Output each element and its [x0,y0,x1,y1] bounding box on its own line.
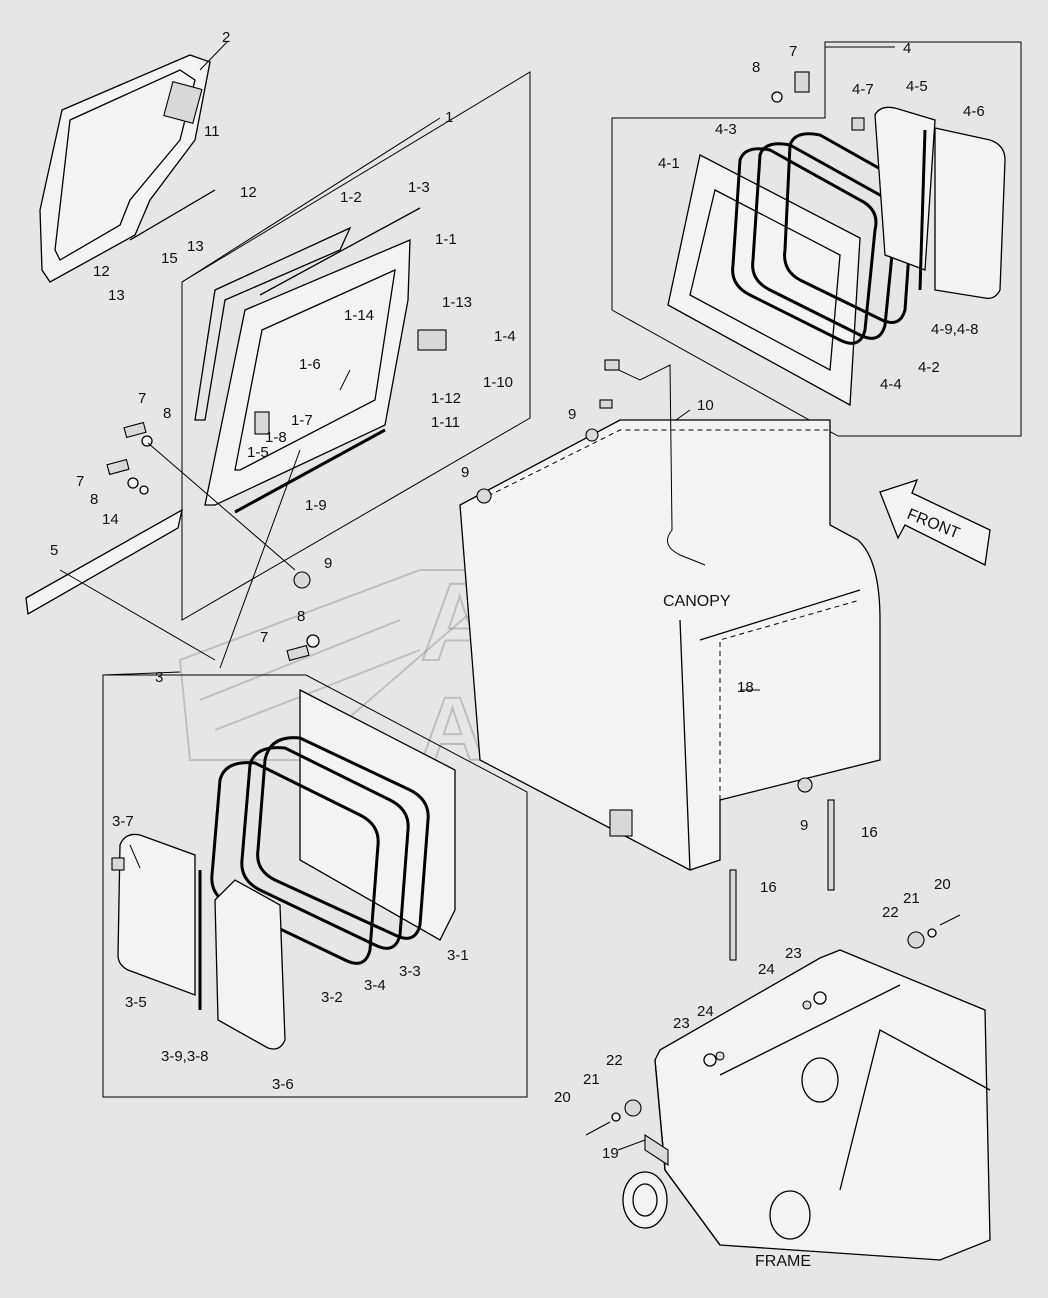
callout-label: 9 [568,406,576,423]
callout-label: 1-13 [442,294,472,311]
callout-label: 1-2 [340,189,362,206]
callout-label: 22 [882,904,899,921]
callout-label: 24 [758,961,775,978]
callout-label: 3-1 [447,947,469,964]
callout-label: 13 [108,287,125,304]
callout-label: 3-3 [399,963,421,980]
callout-label: 10 [697,397,714,414]
callout-label: 4-2 [918,359,940,376]
callout-label: 1-3 [408,179,430,196]
callout-label: 8 [297,608,305,625]
callout-label: 1-9 [305,497,327,514]
callout-label: 3-2 [321,989,343,1006]
callout-label: 16 [861,824,878,841]
callout-label: 20 [554,1089,571,1106]
canopy-body [459,419,881,871]
side-panel [194,207,447,514]
callout-label: 4-7 [852,81,874,98]
callout-label: 1-11 [431,414,460,431]
callout-label: 1-14 [344,307,374,324]
callout-label: 11 [204,123,220,140]
callout-label: 21 [903,890,920,907]
canopy-title: CANOPY [663,593,731,610]
callout-label: 20 [934,876,951,893]
callout-label: 3-7 [112,813,134,830]
frame-title: FRAME [755,1253,811,1270]
callout-label: 7 [260,629,268,646]
callout-label: 21 [583,1071,600,1088]
group-box-4 [611,41,1022,437]
callout-label: 3 [155,669,163,686]
callout-label: 23 [785,945,802,962]
door-frame [39,54,216,283]
callout-label: 1-12 [431,390,461,407]
leader-lines [59,41,895,1151]
callout-label: 1-5 [247,444,269,461]
callout-label: 1-7 [291,412,313,429]
callout-label: 4-4 [880,376,902,393]
callout-label: 3-4 [364,977,386,994]
callout-label: 2 [222,29,230,46]
callout-label: 1-1 [435,231,457,248]
callout-label: 12 [93,263,110,280]
front-arrow [879,478,991,566]
callout-label: 3-5 [125,994,147,1011]
callout-label: 1 [445,109,453,126]
window-assembly-left [111,688,456,1050]
callout-label: 9 [800,817,808,834]
frame-body [622,949,991,1261]
callout-label: 22 [606,1052,623,1069]
callout-label: 8 [90,491,98,508]
strip [25,508,183,616]
callout-label: 23 [673,1015,690,1032]
callout-label: 1-10 [483,374,513,391]
group-box-3 [102,674,528,1098]
callout-label: 3-9,3-8 [161,1048,209,1065]
callout-label: 8 [752,59,760,76]
callout-labels: 1 1-1 1-2 1-3 1-4 1-5 1-6 1-7 1-8 1-9 1-… [50,29,985,1162]
callout-label: 14 [102,511,119,528]
callout-label: 4-3 [715,121,737,138]
callout-label: 18 [737,679,754,696]
callout-label: 4-5 [906,78,928,95]
callout-label: 4 [903,40,911,57]
callout-label: 1-8 [265,429,287,446]
group-box-1 [181,71,531,621]
callout-label: 4-9,4-8 [931,321,979,338]
callout-label: 12 [240,184,257,201]
callout-label: 1-4 [494,328,516,345]
callout-label: 4-6 [963,103,985,120]
hardware-parts [106,71,961,1136]
callout-label: 7 [138,390,146,407]
callout-label: 9 [461,464,469,481]
callout-label: 13 [187,238,204,255]
callout-label: 24 [697,1003,714,1020]
window-assembly-right [667,106,1006,407]
callout-label: 9 [324,555,332,572]
callout-label: 19 [602,1145,619,1162]
callout-label: 16 [760,879,777,896]
callout-label: 8 [163,405,171,422]
callout-label: 3-6 [272,1076,294,1093]
callout-label: 1-6 [299,356,321,373]
callout-label: 7 [789,43,797,60]
callout-label: 15 [161,250,178,267]
callout-label: 7 [76,473,84,490]
callout-label: 4-1 [658,155,680,172]
callout-label: 5 [50,542,58,559]
